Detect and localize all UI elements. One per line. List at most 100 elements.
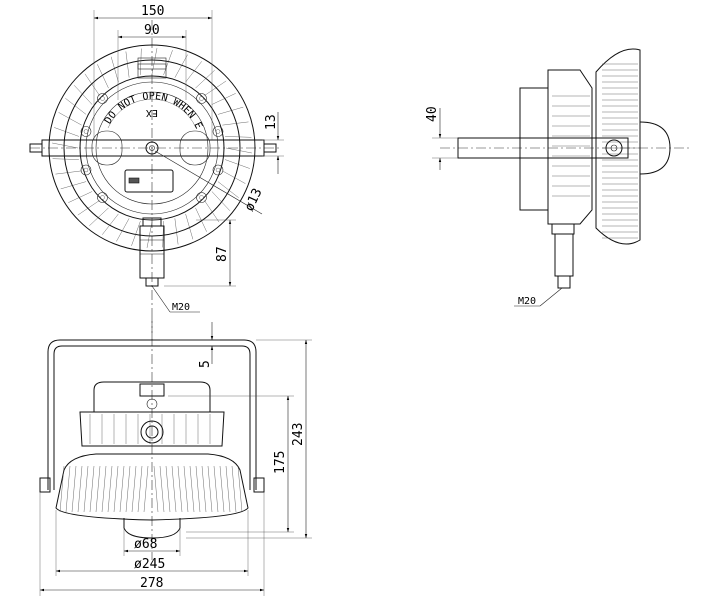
fin-line [140,48,142,75]
arm-pivot-center [610,144,618,152]
dim-278-label: 278 [140,576,163,591]
cable-gland [139,225,165,279]
dim-243-label: 243 [291,423,306,446]
fin-line [211,191,231,211]
dim-5-label: 5 [198,360,213,368]
fin-line [162,221,164,248]
fin-line [204,200,220,223]
dim-dia-245: ø245 [55,510,249,576]
pivot-bolt [145,141,159,155]
dim-5: 5 [160,322,220,368]
bolt-center [100,195,105,200]
fin-line [110,56,119,83]
bolt-center [83,167,89,173]
cap-terminal [139,383,165,397]
nameplate-inscription-path: DO NOT OPEN WHEN ENERGIZED [0,0,204,131]
thread-label-side: M20 [514,287,563,307]
fin-line [52,142,79,149]
gland-port [140,420,164,444]
fin-line [68,191,93,203]
fin-line [84,73,100,96]
bar-end-right [263,143,277,153]
arm-pivot [605,139,623,157]
sink-fin [177,465,183,513]
dim-278: 278 [39,492,265,596]
dim-87: 87 [164,219,236,287]
dim-dia-245-label: ø245 [134,557,165,572]
thread-label-top: M20 [151,285,200,313]
fin-line [185,61,202,83]
outer-housing-ring [48,44,256,252]
dim-87-label: 87 [215,246,230,262]
fin-line [222,121,249,126]
sink-fin [95,465,101,513]
dim-13: 13 [262,112,284,174]
fin-line [163,50,173,75]
bracket-knob-right [253,477,265,493]
fin-line [125,51,130,78]
dim-150-label: 150 [141,4,164,19]
bolt [97,93,108,104]
fin-line [174,218,179,245]
sink-fin [219,465,225,513]
fin-line [89,207,109,227]
side-gland [554,233,574,277]
body-housing [547,69,593,225]
elevation-heat-sink-fins [59,465,243,513]
bolt-center [100,96,105,101]
sink-fin [213,465,219,513]
side-view: 40 M20 [425,48,690,307]
dim-dia-68: ø68 [123,528,181,556]
fin-line [97,64,109,89]
bracket-knob-left [39,477,51,493]
sink-fin [71,465,77,513]
fin-line [65,98,87,115]
sink-fin [125,465,131,513]
mounting-arm [457,137,629,159]
cover-ring [85,81,219,215]
pivot-bolt-center [149,145,155,151]
sink-fin [83,465,89,513]
nameplate-inscription: DO NOT OPEN WHEN ENERGIZED [0,0,204,131]
nameplate: DO NOT OPEN WHEN ENERGIZED EX [0,0,204,131]
label-plate-mark [128,177,140,184]
bolt [212,126,224,137]
fin-line [55,170,82,175]
fin-line [225,147,252,154]
cover-inner-ring [95,91,209,205]
front-elevation: 5 243 175 ø68 ø245 [39,318,312,596]
bolt [80,126,92,137]
dim-90: 90 [117,23,187,100]
fin-line [60,181,87,190]
rear-cover [519,87,549,211]
fin-line [77,200,100,216]
fin-line [225,159,250,169]
bolt [196,192,207,203]
earth-screw [146,398,158,410]
lens-dome [639,121,671,175]
upper-body-ribs [89,414,211,444]
bolt [97,192,108,203]
bolt-center [83,129,89,134]
fin-line [73,85,93,105]
body-ribs [552,95,590,197]
inner-body-ring [79,75,225,221]
upper-body-cap [93,381,211,413]
ex-mark: EX [146,107,158,118]
dim-13-label: 13 [264,114,279,130]
sink-fin [119,465,125,513]
bolt [80,164,92,176]
sink-fin [153,465,159,513]
sink-fin [183,465,189,513]
sink-fin [131,465,137,513]
dim-243: 243 [186,339,312,539]
fin-line [195,69,215,89]
fin-line [204,80,227,96]
heat-sink-fins [602,63,638,239]
upper-body [79,411,225,447]
sink-fin [195,465,201,513]
sink-fin [107,465,113,513]
fin-line [116,218,130,242]
top-terminal-slot [137,63,167,70]
dim-150: 150 [93,4,213,140]
